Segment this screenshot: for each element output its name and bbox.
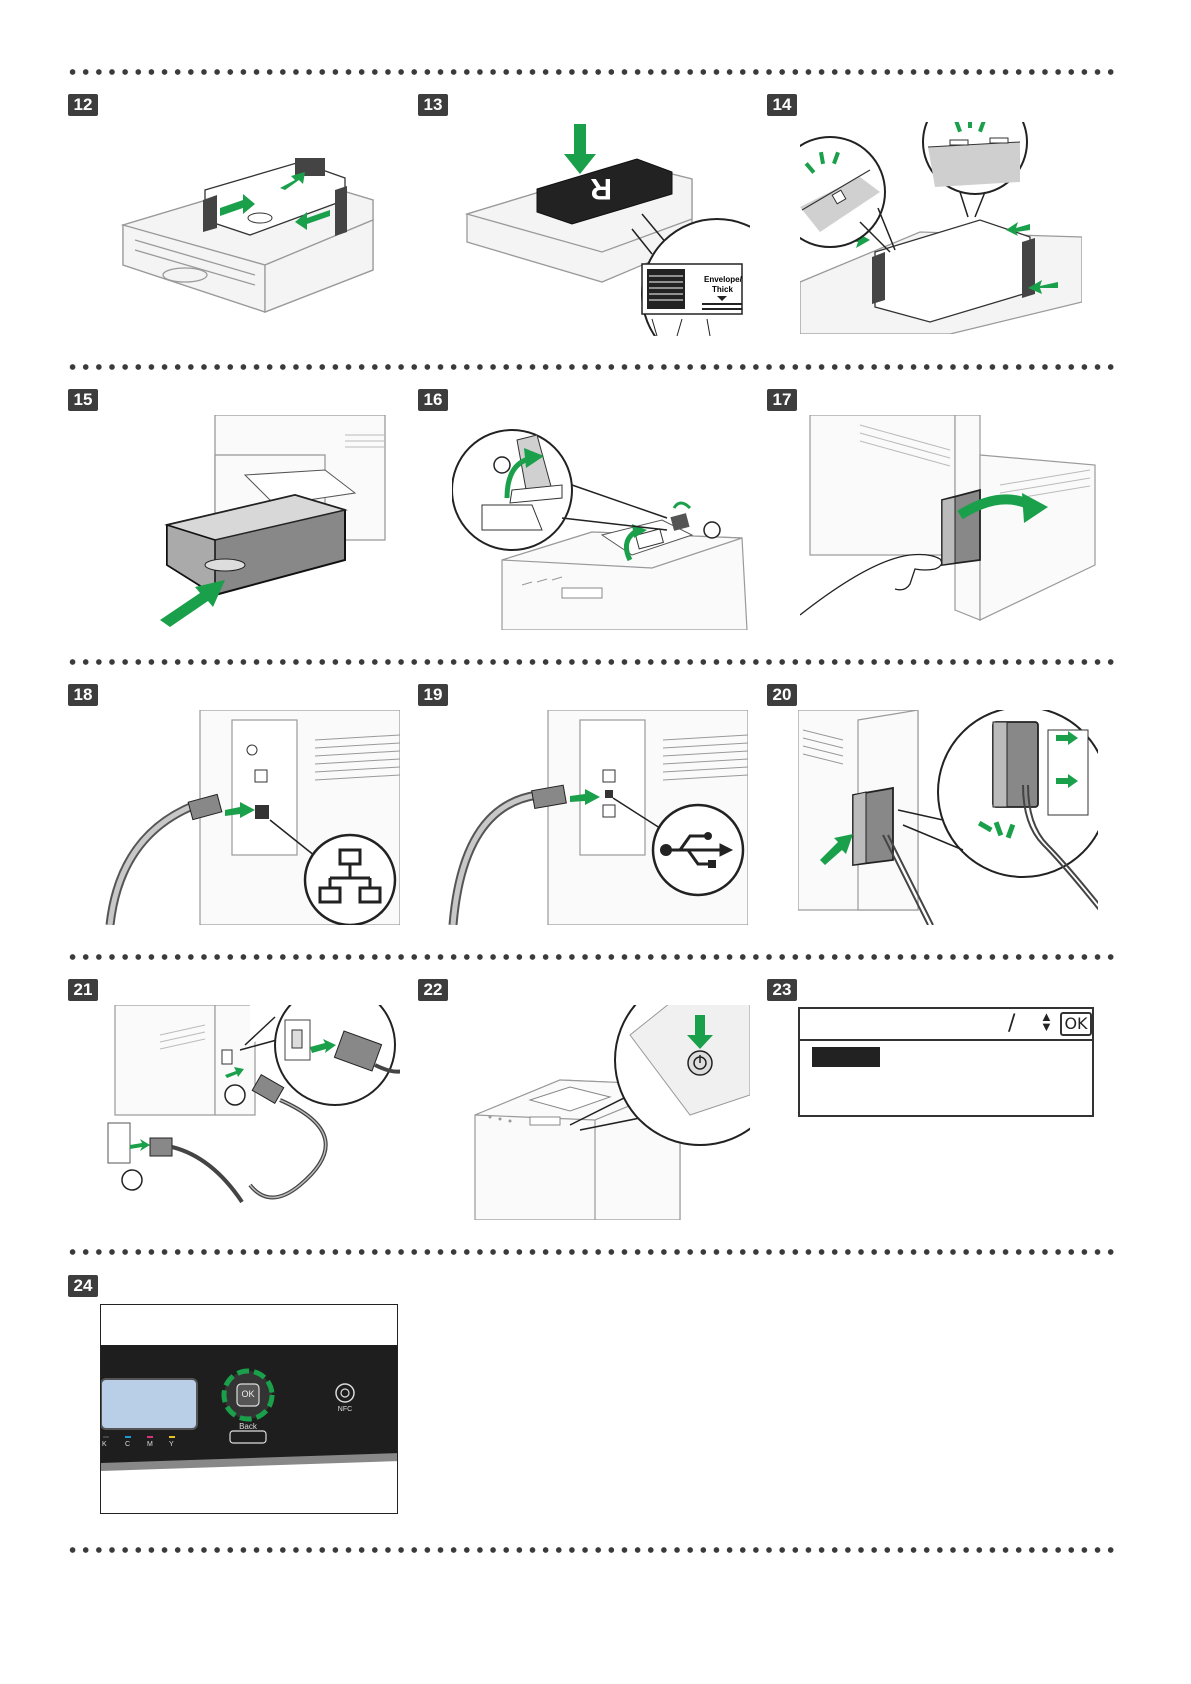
separator-2 <box>66 363 1118 371</box>
step-19-usb-cable-illustration <box>448 710 748 925</box>
separator-4 <box>66 953 1118 961</box>
step-13-badge: 13 <box>418 94 448 116</box>
step-23-badge: 23 <box>767 979 797 1001</box>
ok-button[interactable]: OK <box>240 1389 256 1399</box>
step-21-badge: 21 <box>68 979 98 1001</box>
step-18-badge: 18 <box>68 684 98 706</box>
toner-m-label: M <box>147 1441 153 1448</box>
separator-6 <box>66 1546 1118 1554</box>
lcd-selected-item <box>812 1047 880 1067</box>
step-24-badge: 24 <box>68 1275 98 1297</box>
step-24-control-panel: OK Back NFC K C M Y <box>100 1304 398 1514</box>
separator-3 <box>66 658 1118 666</box>
step-23-lcd-display: / ▲▼ OK <box>798 1007 1094 1117</box>
lcd-ok-indicator: OK <box>1060 1012 1092 1036</box>
separator-1 <box>66 68 1118 76</box>
step-20-badge: 20 <box>767 684 797 706</box>
toner-y-label: Y <box>169 1441 174 1448</box>
back-button[interactable]: Back <box>231 1422 265 1431</box>
step-18-lan-cable-illustration <box>100 710 400 925</box>
step-19-badge: 19 <box>418 684 448 706</box>
step-13-load-paper-illustration: R Envelope/ Thick <box>462 124 752 336</box>
step-14-guides-illustration <box>800 122 1082 334</box>
toner-c-label: C <box>125 1441 130 1448</box>
step-22-power-button-illustration <box>470 1005 750 1220</box>
step-21-power-cable-illustration <box>100 1005 400 1220</box>
envelope-label-2: Thick <box>712 285 733 294</box>
envelope-label-1: Envelope/ <box>704 275 743 284</box>
lcd-page-separator: / <box>1008 1011 1015 1036</box>
step-14-badge: 14 <box>767 94 797 116</box>
step-12-tray-illustration <box>115 140 380 315</box>
updown-arrow-icon: ▲▼ <box>1040 1012 1053 1032</box>
svg-text:R: R <box>590 172 612 205</box>
step-15-insert-tray-illustration <box>155 415 400 630</box>
step-17-remove-cover-illustration <box>800 415 1100 627</box>
step-15-badge: 15 <box>68 389 98 411</box>
step-20-reattach-cover-illustration <box>798 710 1098 925</box>
step-22-badge: 22 <box>418 979 448 1001</box>
step-16-output-tray-illustration <box>452 420 752 630</box>
lcd-title-bar: / ▲▼ OK <box>800 1009 1092 1041</box>
nfc-label: NFC <box>333 1406 357 1413</box>
separator-5 <box>66 1248 1118 1256</box>
step-16-badge: 16 <box>418 389 448 411</box>
step-17-badge: 17 <box>767 389 797 411</box>
toner-k-label: K <box>102 1441 107 1448</box>
step-12-badge: 12 <box>68 94 98 116</box>
